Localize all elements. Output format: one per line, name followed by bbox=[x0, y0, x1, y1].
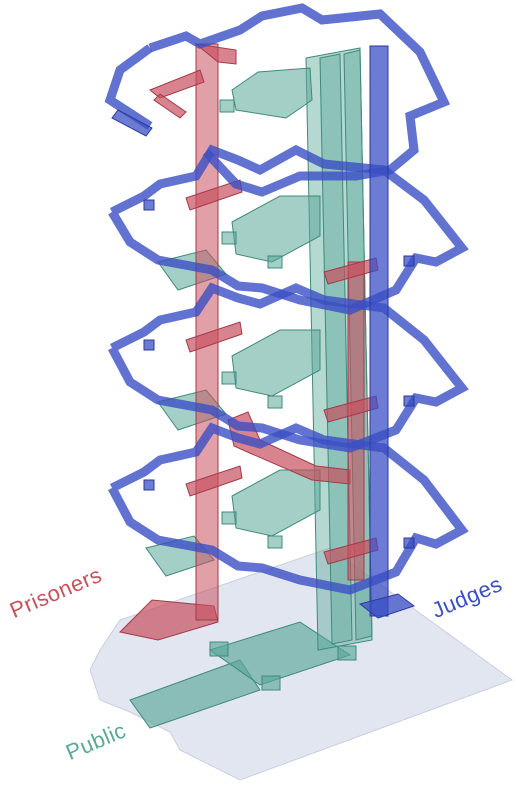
judges-circulation bbox=[104, 3, 469, 595]
judges-core bbox=[111, 45, 416, 619]
public-ground-hall bbox=[129, 621, 357, 729]
prisoners-route bbox=[118, 43, 379, 641]
public-floor-halls bbox=[145, 67, 321, 577]
